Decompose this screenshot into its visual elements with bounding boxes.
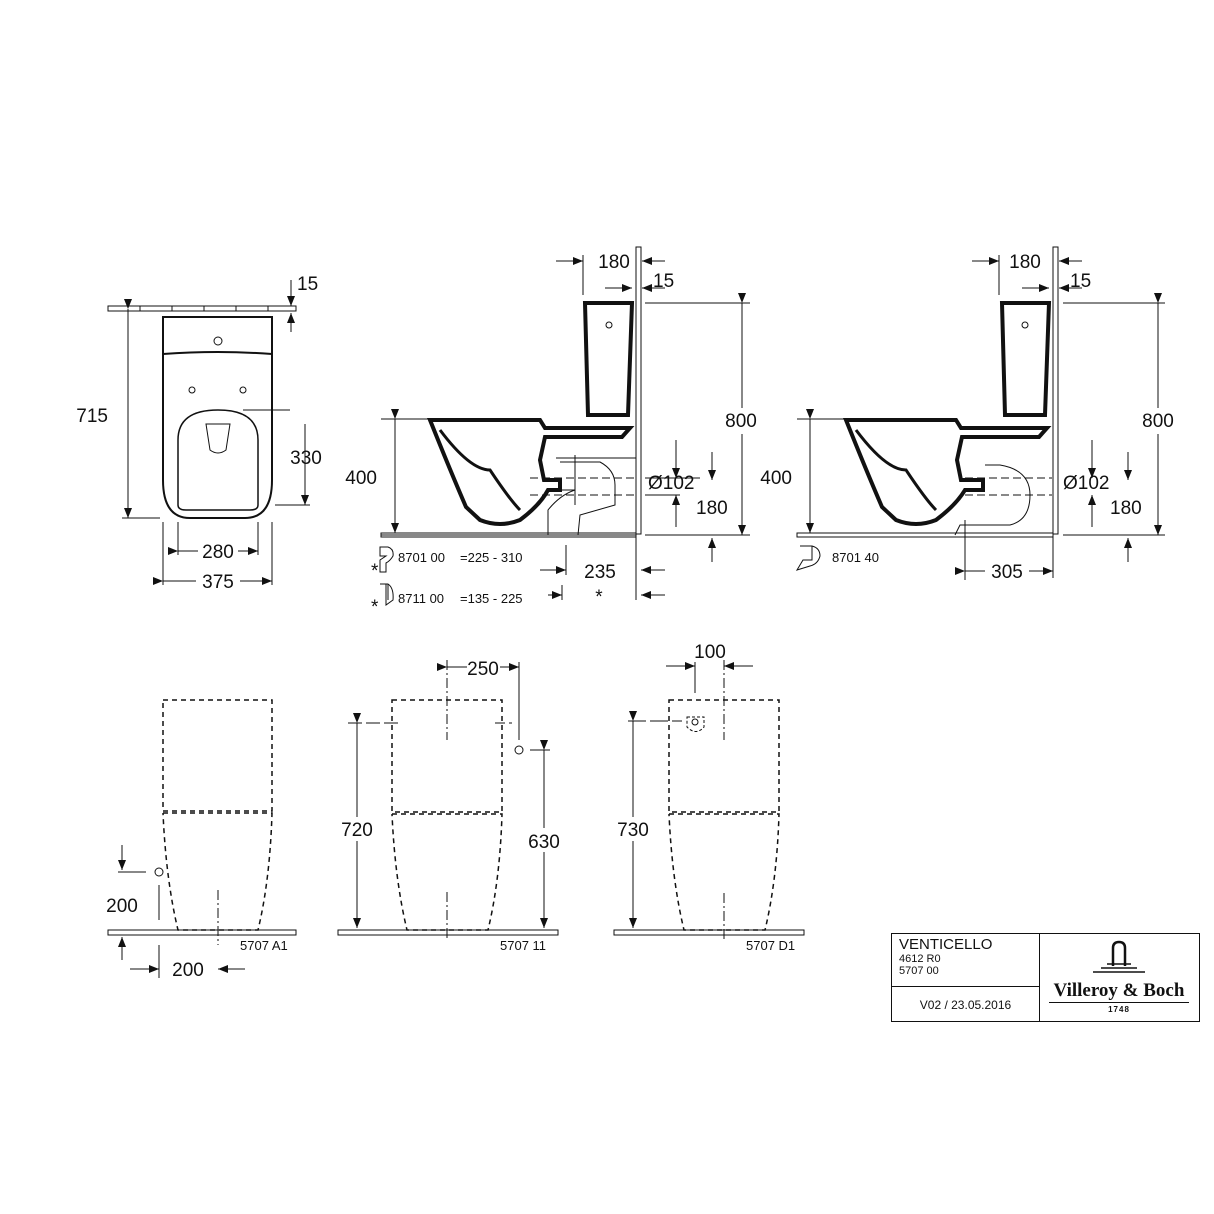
side2-outlet-distance-label: 305 bbox=[991, 562, 1023, 583]
side-view-1 bbox=[380, 246, 750, 600]
side1-seat-height-label: 400 bbox=[345, 468, 377, 489]
brand-name: Villeroy & Boch bbox=[1053, 980, 1185, 1001]
side1-outlet-distance-label: 235 bbox=[584, 562, 616, 583]
front-view-d1 bbox=[613, 660, 805, 940]
product-code-1: 4612 R0 bbox=[899, 953, 941, 965]
d1-inlet-height-label: 730 bbox=[617, 820, 649, 841]
top-length-label: 715 bbox=[76, 406, 108, 427]
wall-hatch bbox=[107, 305, 297, 312]
a1-inlet-height-label: 200 bbox=[106, 896, 138, 917]
d1-code-label: 5707 D1 bbox=[746, 938, 795, 953]
side2-wall-gap-label: 15 bbox=[1070, 271, 1091, 292]
side2-height-label: 800 bbox=[1142, 411, 1174, 432]
side1-tank-depth-label: 180 bbox=[598, 252, 630, 273]
accessory-1: * 8701 00 =225 - 310 bbox=[371, 546, 523, 582]
side2-tank-depth-label: 180 bbox=[1009, 252, 1041, 273]
product-name: VENTICELLO bbox=[899, 936, 993, 953]
side1-wall-gap-label: 15 bbox=[653, 271, 674, 292]
side1-outlet-diameter-label: Ø102 bbox=[648, 473, 694, 494]
top-outer-width-label: 375 bbox=[202, 572, 234, 593]
svg-text:*: * bbox=[371, 597, 379, 618]
side1-height-label: 800 bbox=[725, 411, 757, 432]
side1-outlet-asterisk: * bbox=[595, 587, 603, 608]
svg-text:8711 00: 8711 00 bbox=[398, 591, 444, 606]
s11-inlet-height-label: 630 bbox=[528, 832, 560, 853]
fountain-icon bbox=[1093, 940, 1145, 973]
brand-logo: Villeroy & Boch 1748 bbox=[1039, 934, 1199, 1021]
s11-code-label: 5707 11 bbox=[500, 938, 546, 953]
product-code-2: 5707 00 bbox=[899, 965, 939, 977]
front-view-11 bbox=[337, 660, 559, 940]
top-inner-width-label: 280 bbox=[202, 542, 234, 563]
a1-inlet-offset-label: 200 bbox=[172, 960, 204, 981]
brand-year: 1748 bbox=[1108, 1005, 1130, 1014]
side1-outlet-height-label: 180 bbox=[696, 498, 728, 519]
title-block: VENTICELLO 4612 R0 5707 00 V02 / 23.05.2… bbox=[891, 933, 1200, 1022]
side2-outlet-diameter-label: Ø102 bbox=[1063, 473, 1109, 494]
front-view-a1 bbox=[107, 699, 297, 978]
top-seat-label: 330 bbox=[290, 448, 322, 469]
svg-text:=225 - 310: =225 - 310 bbox=[460, 550, 523, 565]
side-view-2 bbox=[795, 246, 1165, 580]
side2-seat-height-label: 400 bbox=[760, 468, 792, 489]
svg-text:8701 00: 8701 00 bbox=[398, 550, 445, 565]
side2-outlet-height-label: 180 bbox=[1110, 498, 1142, 519]
d1-inlet-offset-label: 100 bbox=[694, 642, 726, 663]
s11-left-height-label: 720 bbox=[341, 820, 373, 841]
svg-text:=135 - 225: =135 - 225 bbox=[460, 591, 523, 606]
side2-accessory-code: 8701 40 bbox=[832, 550, 879, 565]
svg-text:*: * bbox=[371, 561, 379, 582]
version-date: V02 / 23.05.2016 bbox=[919, 998, 1012, 1012]
accessory-2: * 8711 00 =135 - 225 bbox=[371, 583, 523, 618]
top-wall-gap-label: 15 bbox=[297, 274, 318, 295]
a1-code-label: 5707 A1 bbox=[240, 938, 288, 953]
s11-inlet-offset-label: 250 bbox=[467, 659, 499, 680]
top-view bbox=[107, 280, 310, 585]
